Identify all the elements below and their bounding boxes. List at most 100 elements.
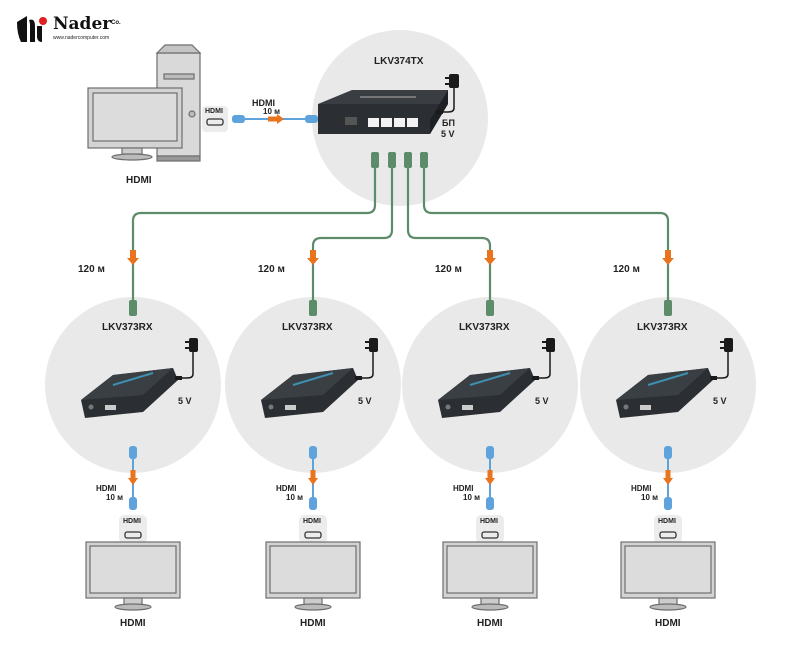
rx-cable-type-3: HDMI (453, 484, 474, 493)
logo-suffix: Co. (111, 20, 121, 26)
hdmi-port-icon (285, 405, 296, 410)
power-adapter-icon (369, 338, 378, 352)
display-label-2: HDMI (300, 618, 326, 629)
source-cable-length: 10 м (263, 107, 281, 116)
ethernet-cable-4 (422, 165, 670, 305)
receiver-device-4 (616, 368, 713, 418)
hdmi-port-icon (659, 531, 677, 539)
power-adapter-icon (189, 338, 198, 352)
rx-cable-length-4: 10 м (641, 493, 659, 502)
receiver-model-4: LKV373RX (637, 322, 688, 333)
hdmi-port-icon (640, 405, 651, 410)
hdmi-plug-icon (305, 115, 318, 123)
hdmi-plug-icon (664, 497, 672, 510)
display-monitor-4 (620, 541, 716, 611)
hdmi-port-icon (462, 405, 473, 410)
rx-port-label-1: HDMI (123, 518, 141, 525)
arrow-right-icon (268, 114, 284, 124)
power-adapter-icon (724, 338, 733, 352)
link-length-4: 120 м (613, 264, 640, 275)
rx-cable-length-2: 10 м (286, 493, 304, 502)
source-display-label: HDMI (126, 175, 152, 186)
arrow-down-icon (127, 250, 139, 265)
transmitter-model: LKV374TX (374, 56, 424, 67)
rx-hdmi-output-3 (442, 446, 538, 611)
rj45-plug-icon (420, 152, 428, 168)
rx-port-label-4: HDMI (658, 518, 676, 525)
brand-logo: Nader Co. www.nadercomputer.com (15, 14, 135, 46)
display-label-1: HDMI (120, 618, 146, 629)
display-monitor-1 (85, 541, 181, 611)
arrow-down-icon (485, 470, 495, 485)
ethernet-cable-3 (406, 165, 492, 305)
tx-ethernet-plugs (371, 152, 428, 168)
receiver-voltage-3: 5 V (535, 396, 549, 406)
hdmi-port-badge (299, 515, 327, 543)
tx-power-adapter (436, 74, 459, 114)
rx-hdmi-output-2 (265, 446, 361, 611)
arrow-down-icon (484, 250, 496, 265)
rx-cable-type-2: HDMI (276, 484, 297, 493)
display-label-4: HDMI (655, 618, 681, 629)
logo-name: Nader (53, 14, 112, 34)
rx-cable-length-1: 10 м (106, 493, 124, 502)
hdmi-port-badge (119, 515, 147, 543)
receiver-device-3 (438, 368, 535, 418)
hdmi-port-badge (476, 515, 504, 543)
hdmi-plug-icon (129, 446, 137, 459)
link-length-1: 120 м (78, 264, 105, 275)
rx-cable-type-4: HDMI (631, 484, 652, 493)
rj45-plug-icon (664, 300, 672, 316)
rj45-port-icon (368, 118, 379, 127)
rj45-port-icon (407, 118, 418, 127)
rj45-plug-icon (486, 300, 494, 316)
hdmi-port-icon (481, 531, 499, 539)
rj45-plug-icon (129, 300, 137, 316)
logo-url: www.nadercomputer.com (53, 35, 110, 41)
arrow-down-icon (307, 250, 319, 265)
hdmi-plug-icon (664, 446, 672, 459)
dc-jack-icon (268, 404, 274, 410)
hdmi-plug-icon (486, 446, 494, 459)
rx-ethernet-plugs (129, 300, 672, 316)
receiver-voltage-4: 5 V (713, 396, 727, 406)
receiver-voltage-2: 5 V (358, 396, 372, 406)
receiver-device-2 (261, 368, 358, 418)
ethernet-cable-2 (311, 165, 394, 305)
rx-cable-type-1: HDMI (96, 484, 117, 493)
hdmi-plug-icon (309, 446, 317, 459)
rx-power-adapter-4 (710, 338, 733, 380)
arrow-down-icon (662, 250, 674, 265)
rj45-port-icon (381, 118, 392, 127)
display-monitor-2 (265, 541, 361, 611)
link-length-2: 120 м (258, 264, 285, 275)
rj45-port-icon (394, 118, 405, 127)
rx-power-adapter-2 (355, 338, 378, 380)
ethernet-cables (131, 165, 670, 305)
rj45-plug-icon (371, 152, 379, 168)
rx-power-adapter-1 (175, 338, 198, 380)
receiver-model-2: LKV373RX (282, 322, 333, 333)
source-cable-type: HDMI (252, 98, 275, 108)
transmitter-device (318, 90, 448, 134)
rx-hdmi-output-4 (620, 446, 716, 611)
rx-port-label-3: HDMI (480, 518, 498, 525)
source-pc (87, 44, 202, 162)
hdmi-port-icon (304, 531, 322, 539)
display-monitor-3 (442, 541, 538, 611)
hdmi-plug-icon (309, 497, 317, 510)
source-port-label: HDMI (205, 108, 223, 115)
hdmi-plug-icon (232, 115, 245, 123)
transmitter-power-label: БП (442, 118, 455, 128)
dc-jack-icon (623, 404, 629, 410)
transmitter-voltage: 5 V (441, 129, 455, 139)
arrow-down-icon (663, 470, 673, 485)
rj45-plug-icon (388, 152, 396, 168)
rj45-plug-icon (309, 300, 317, 316)
logo-mark-icon (17, 16, 47, 42)
rj45-ports (368, 118, 418, 127)
dc-jack-icon (88, 404, 94, 410)
rx-hdmi-output-1 (85, 446, 181, 611)
